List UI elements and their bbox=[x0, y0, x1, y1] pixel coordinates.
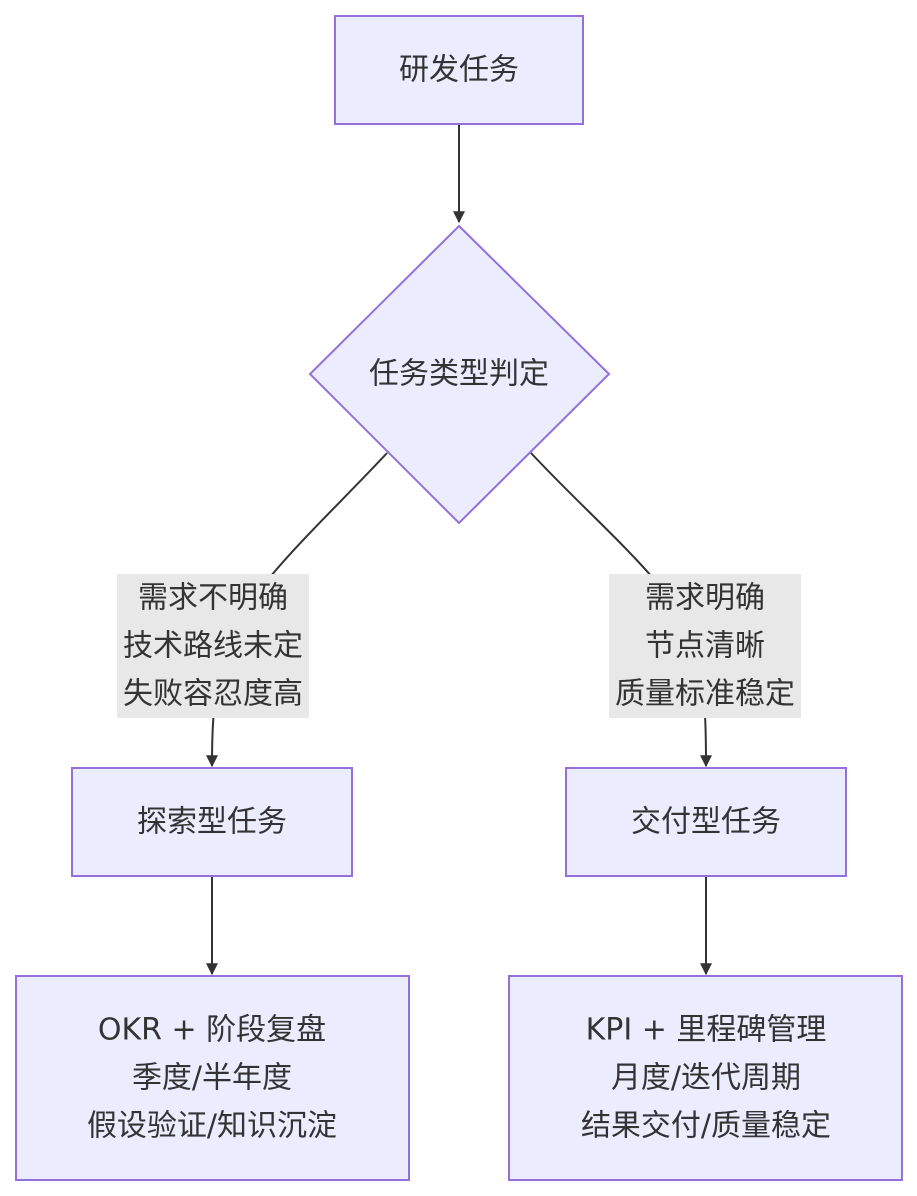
edge-label-line: 技术路线未定 bbox=[123, 629, 303, 664]
node-label-line: 结果交付/质量稳定 bbox=[581, 1109, 831, 1144]
node-label: 交付型任务 bbox=[631, 805, 781, 840]
node-rd-task[interactable]: 研发任务 bbox=[334, 15, 584, 125]
node-label-line: OKR + 阶段复盘 bbox=[98, 1013, 326, 1048]
node-type-decision[interactable]: 任务类型判定 bbox=[308, 224, 611, 525]
node-label-line: 季度/半年度 bbox=[132, 1061, 292, 1096]
node-delivery-task[interactable]: 交付型任务 bbox=[565, 767, 847, 877]
node-label-line: 假设验证/知识沉淀 bbox=[87, 1109, 337, 1144]
node-explore-task[interactable]: 探索型任务 bbox=[71, 767, 353, 877]
node-label-line: KPI + 里程碑管理 bbox=[586, 1013, 827, 1048]
node-label: 研发任务 bbox=[399, 53, 519, 88]
node-explore-mgmt[interactable]: OKR + 阶段复盘 季度/半年度 假设验证/知识沉淀 bbox=[15, 975, 410, 1181]
edge-label-line: 失败容忍度高 bbox=[123, 677, 303, 712]
edge-label-to-delivery: 需求明确 节点清晰 质量标准稳定 bbox=[609, 574, 801, 718]
node-label: 探索型任务 bbox=[137, 805, 287, 840]
node-label-line: 月度/迭代周期 bbox=[611, 1061, 801, 1096]
edge-label-line: 需求明确 bbox=[645, 581, 765, 616]
node-label: 任务类型判定 bbox=[369, 357, 549, 392]
edge-label-line: 节点清晰 bbox=[645, 629, 765, 664]
edge-label-line: 质量标准稳定 bbox=[615, 677, 795, 712]
edge-label-line: 需求不明确 bbox=[138, 581, 288, 616]
edge-label-to-explore: 需求不明确 技术路线未定 失败容忍度高 bbox=[117, 574, 309, 718]
node-delivery-mgmt[interactable]: KPI + 里程碑管理 月度/迭代周期 结果交付/质量稳定 bbox=[508, 975, 903, 1181]
